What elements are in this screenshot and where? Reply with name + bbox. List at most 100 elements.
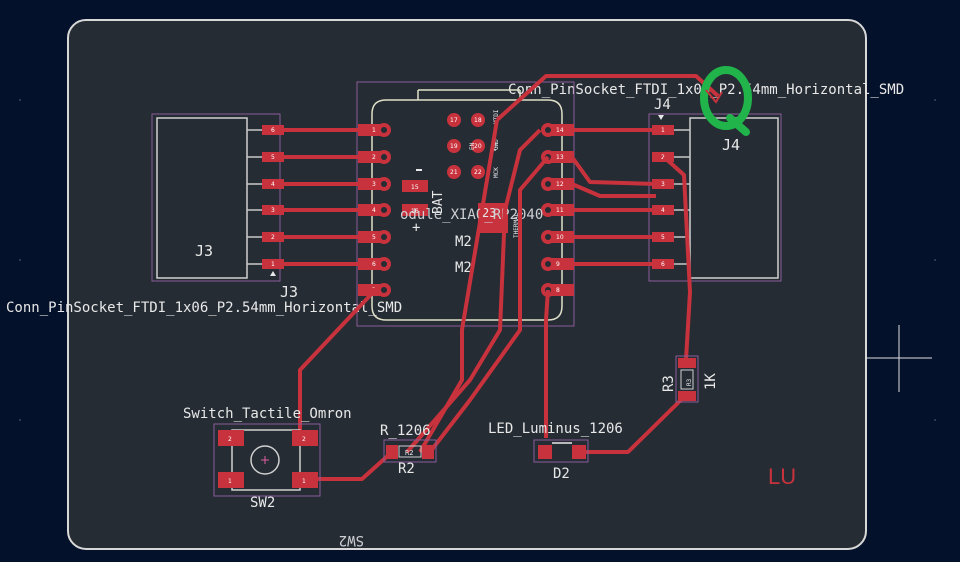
sw2-pad-1-number: 2: [228, 436, 232, 443]
sw2-pad-2[interactable]: 2: [292, 430, 318, 446]
j3-connector[interactable]: 6 5 4 3 2 1 J3 J3: [151, 113, 298, 301]
sw2-back-label: SW2: [339, 532, 364, 548]
mcu-right-pin-11[interactable]: 11: [541, 203, 574, 217]
svg-text:9: 9: [556, 261, 560, 268]
sw2-pad-2-number: 2: [302, 436, 306, 443]
mcu-left-pin-6[interactable]: 6: [358, 257, 391, 271]
mcu-right-pin-8[interactable]: 8: [541, 283, 574, 297]
r3-value-label: 1K: [703, 373, 719, 390]
mcu-pad-label-mtdi: MTDI: [493, 109, 500, 124]
mcu-reference: M2: [455, 260, 472, 276]
lu-logo-text: LU: [768, 464, 796, 489]
j3-pad-6-number: 1: [271, 261, 275, 268]
j3-pad-6[interactable]: 1: [262, 259, 284, 269]
mcu-right-pin-12[interactable]: 12: [541, 177, 574, 191]
svg-text:14: 14: [556, 127, 564, 134]
j4-pad-3[interactable]: 3: [652, 179, 674, 189]
sw2-switch[interactable]: 2 2 1 1 Switch_Tactile_Omron SW2: [183, 406, 352, 511]
svg-text:6: 6: [372, 261, 376, 268]
svg-text:11: 11: [556, 207, 564, 214]
d2-reference: D2: [553, 466, 570, 482]
sw2-pad-4[interactable]: 1: [292, 472, 318, 488]
pad-15: 15: [411, 184, 419, 191]
svg-text:18: 18: [474, 117, 482, 124]
j4-pad-4-number: 4: [661, 207, 665, 214]
copper-traces[interactable]: [278, 74, 720, 481]
j3-pad-4-number: 3: [271, 207, 275, 214]
j4-pad-2-number: 2: [661, 154, 665, 161]
j3-pad-5[interactable]: 2: [262, 232, 284, 242]
mcu-pad-17[interactable]: 17: [447, 113, 461, 127]
svg-text:3: 3: [372, 181, 376, 188]
mcu-pad-19[interactable]: 19: [447, 139, 461, 153]
sw2-pad-4-number: 1: [302, 478, 306, 485]
j4-pad-2[interactable]: 2: [652, 152, 674, 162]
sw2-pad-1[interactable]: 2: [218, 430, 244, 446]
j3-pad-4[interactable]: 3: [262, 205, 284, 215]
grid-dots: [19, 99, 936, 421]
j4-pad-1-number: 1: [661, 127, 665, 134]
bat-label: BAT: [431, 190, 446, 214]
j3-fab-label: J3: [195, 242, 213, 260]
j3-pad-1-number: 6: [271, 127, 275, 134]
mcu-pad-label-gnd: GND: [493, 139, 500, 150]
j3-reference: J3: [280, 283, 298, 301]
switch-value-label: Switch_Tactile_Omron: [183, 406, 352, 422]
led-value-label: LED_Luminus_1206: [488, 421, 623, 437]
svg-text:21: 21: [450, 169, 458, 176]
mcu-right-pin-14[interactable]: 14: [541, 123, 574, 137]
mcu-pad-22[interactable]: 22: [471, 165, 485, 179]
sw2-pad-3-number: 1: [228, 478, 232, 485]
mcu-pad-20[interactable]: 20: [471, 139, 485, 153]
mcu-pad-21[interactable]: 21: [447, 165, 461, 179]
svg-text:10: 10: [556, 234, 564, 241]
svg-text:8: 8: [556, 287, 560, 294]
mcu-left-pin-2[interactable]: 2: [358, 150, 391, 164]
pad-23: 23: [482, 206, 496, 220]
mcu-fab-label: M2: [455, 234, 472, 250]
r3-fab-label: R3: [686, 378, 693, 386]
svg-text:1: 1: [372, 127, 376, 134]
thermal-label: THERMAL: [513, 212, 520, 238]
mcu-right-pin-9[interactable]: 9: [541, 257, 574, 271]
j3-pad-5-number: 2: [271, 234, 275, 241]
sw2-pad-3[interactable]: 1: [218, 472, 244, 488]
mcu-left-pin-1[interactable]: 1: [358, 123, 391, 137]
j3-pad-3[interactable]: 4: [262, 179, 284, 189]
mcu-left-pin-5[interactable]: 5: [358, 230, 391, 244]
d2-led[interactable]: LED_Luminus_1206 D2: [488, 421, 623, 482]
j4-pad-5[interactable]: 5: [652, 232, 674, 242]
sw2-reference: SW2: [250, 495, 275, 511]
j4-pad-3-number: 3: [661, 181, 665, 188]
r2-resistor[interactable]: R2 R_1206 R2: [380, 423, 437, 477]
mcu-pad-label-en: EN: [469, 142, 476, 150]
mcu-left-pin-3[interactable]: 3: [358, 177, 391, 191]
svg-text:+: +: [412, 220, 420, 236]
j4-reference: J4: [654, 97, 671, 113]
j3-pad-2[interactable]: 5: [262, 152, 284, 162]
pad-16: 16: [411, 208, 419, 215]
j4-pad-4[interactable]: 4: [652, 205, 674, 215]
svg-text:22: 22: [474, 169, 482, 176]
crosshair-cursor-icon: [866, 325, 932, 392]
j3-pad-1[interactable]: 6: [262, 125, 284, 135]
svg-text:20: 20: [474, 143, 482, 150]
j3-pad-2-number: 5: [271, 154, 275, 161]
mcu-pad-18[interactable]: 18: [471, 113, 485, 127]
j4-pad-1[interactable]: 1: [652, 125, 674, 135]
mcu-pad-label-mck: MCK: [493, 167, 500, 178]
j3-pad-3-number: 4: [271, 181, 275, 188]
j4-pad-5-number: 5: [661, 234, 665, 241]
svg-text:12: 12: [556, 181, 564, 188]
r3-resistor[interactable]: R3 R3 1K: [661, 355, 719, 403]
mcu-right-pin-10[interactable]: 10: [541, 230, 574, 244]
j4-pad-6-number: 6: [661, 261, 665, 268]
j4-pad-6[interactable]: 6: [652, 259, 674, 269]
r2-reference: R2: [398, 461, 415, 477]
j3-value-label: Conn_PinSocket_FTDI_1x06_P2.54mm_Horizon…: [6, 300, 402, 316]
mcu-left-pin-4[interactable]: 4: [358, 203, 391, 217]
